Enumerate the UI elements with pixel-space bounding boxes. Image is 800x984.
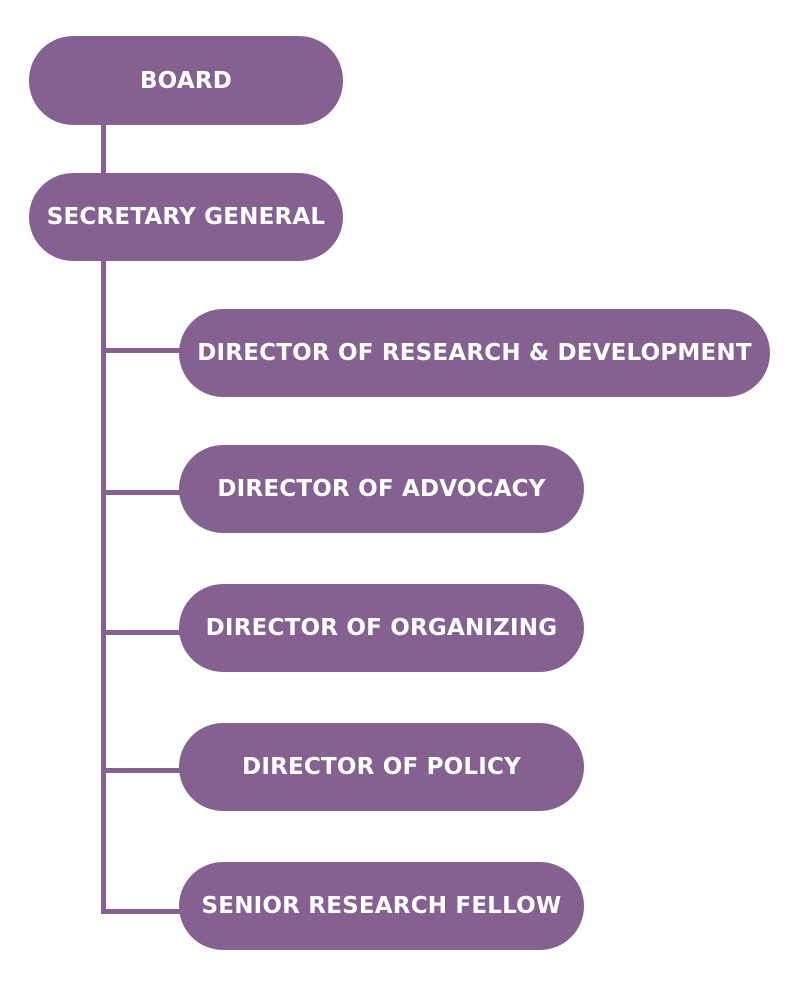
node-director-policy: DIRECTOR OF POLICY [179,723,584,811]
node-director-organizing: DIRECTOR OF ORGANIZING [179,584,584,672]
node-director-rd: DIRECTOR OF RESEARCH & DEVELOPMENT [179,309,770,397]
node-secretary-general: SECRETARY GENERAL [29,173,343,261]
node-board: BOARD [29,36,343,125]
connector-branch-fellow [101,909,185,914]
connector-branch-organizing [101,630,185,635]
connector-branch-advocacy [101,490,185,495]
connector-branch-rd [101,348,185,353]
node-senior-research-fellow: SENIOR RESEARCH FELLOW [179,862,584,950]
connector-trunk [101,120,106,914]
node-director-advocacy: DIRECTOR OF ADVOCACY [179,445,584,533]
connector-branch-policy [101,768,185,773]
